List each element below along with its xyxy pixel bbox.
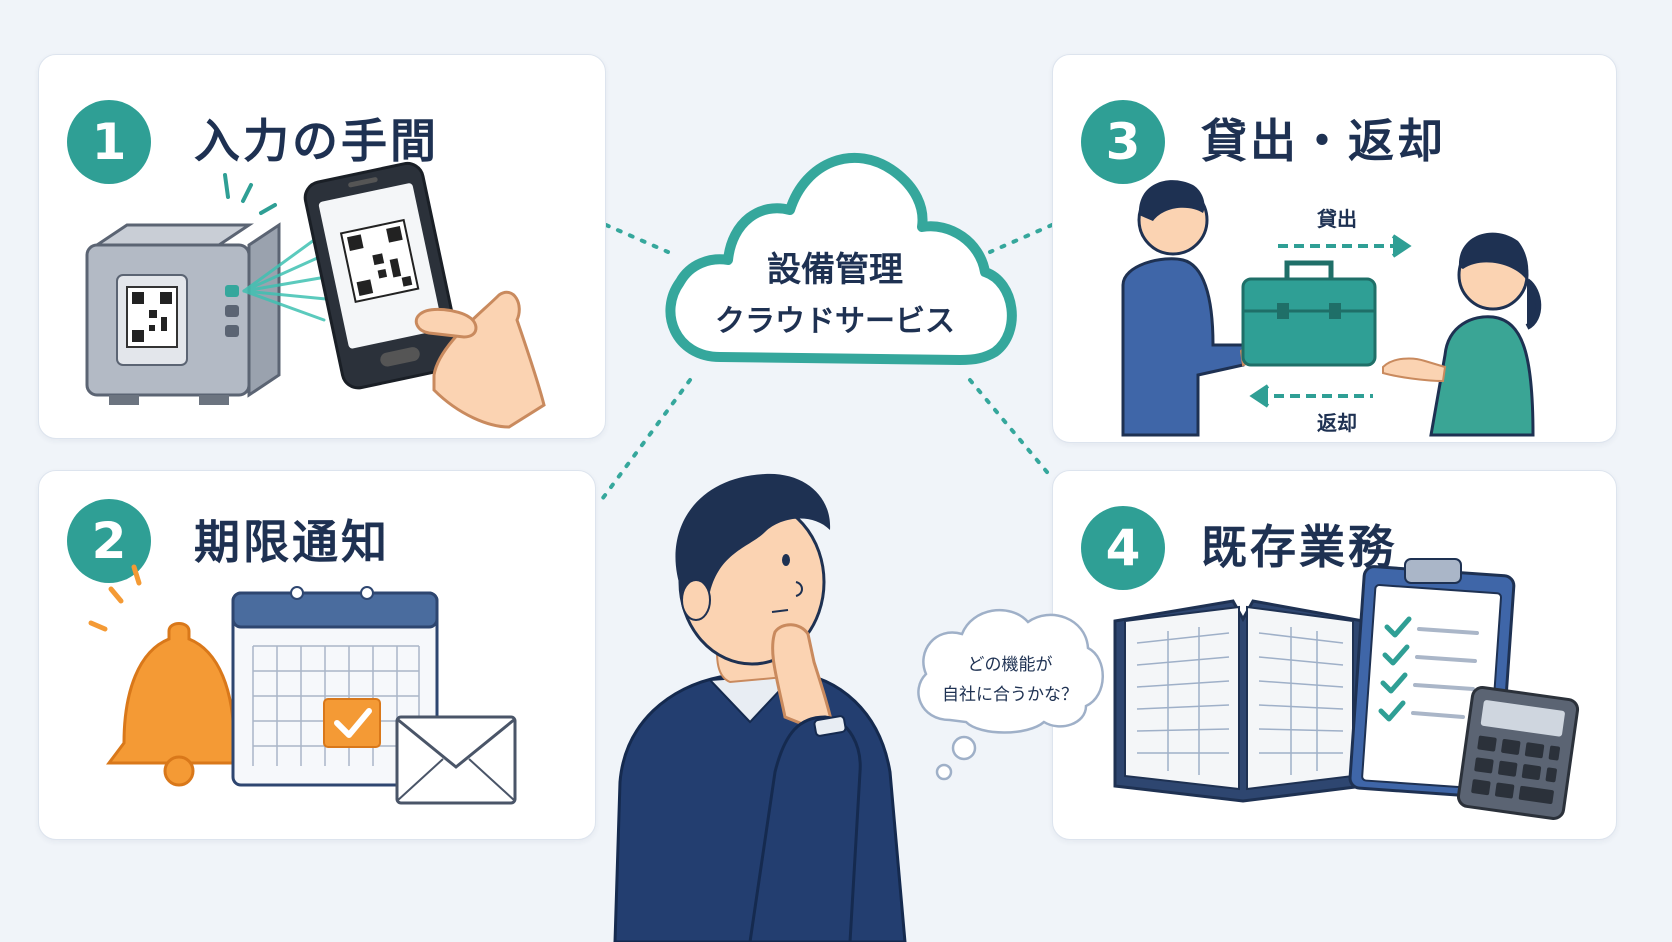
smartphone-icon (303, 161, 462, 390)
thought-line-2: 自社に合うかな？ (942, 685, 1078, 705)
cloud-subtitle: クラウドサービス (715, 304, 955, 339)
calendar-icon (231, 586, 439, 787)
calculator-icon (1456, 686, 1580, 820)
card-lending-return: 3 貸出・返却 貸出 返却 (1052, 54, 1617, 443)
cloud-service: 設備管理 クラウドサービス (650, 132, 1020, 382)
operations-illustration (1113, 558, 1580, 820)
lend-arrow (1278, 234, 1412, 258)
thought-bubble: どの機能が 自社に合うかな？ (910, 596, 1110, 786)
connector-1 (604, 223, 670, 254)
step-number-4: 4 (1081, 506, 1165, 590)
equipment-icon (85, 222, 281, 405)
bell-icon (88, 564, 252, 787)
lend-label: 貸出 (1317, 207, 1357, 231)
card-existing-operations: 4 既存業務 (1052, 470, 1617, 840)
qr-scan-illustration (85, 161, 546, 429)
toolbox-icon (1241, 260, 1377, 367)
return-arrow (1249, 384, 1373, 408)
card-input-effort: 1 入力の手間 (38, 54, 606, 439)
woman-figure (1382, 232, 1542, 437)
connector-2 (598, 378, 692, 504)
notification-illustration (88, 564, 517, 805)
card-title-3: 貸出・返却 (1201, 114, 1446, 168)
lending-illustration (1121, 180, 1542, 437)
hand-icon (414, 291, 546, 429)
thought-line-1: どの機能が (967, 655, 1053, 675)
envelope-icon (395, 715, 517, 805)
card-deadline-notice: 2 期限通知 (38, 470, 596, 840)
connector-4 (968, 378, 1054, 480)
card-title-1: 入力の手間 (194, 114, 439, 168)
thought-bubble-shape (917, 608, 1104, 781)
connector-3 (988, 223, 1054, 254)
cloud-title: 設備管理 (767, 250, 903, 290)
cloud-icon (665, 152, 1017, 365)
ledger-book-icon (1113, 599, 1365, 803)
return-label: 返却 (1317, 411, 1357, 435)
step-number-3: 3 (1081, 100, 1165, 184)
step-number-1: 1 (67, 100, 151, 184)
card-title-4: 既存業務 (1201, 520, 1397, 574)
card-title-2: 期限通知 (194, 515, 390, 569)
thinking-person (613, 473, 907, 942)
